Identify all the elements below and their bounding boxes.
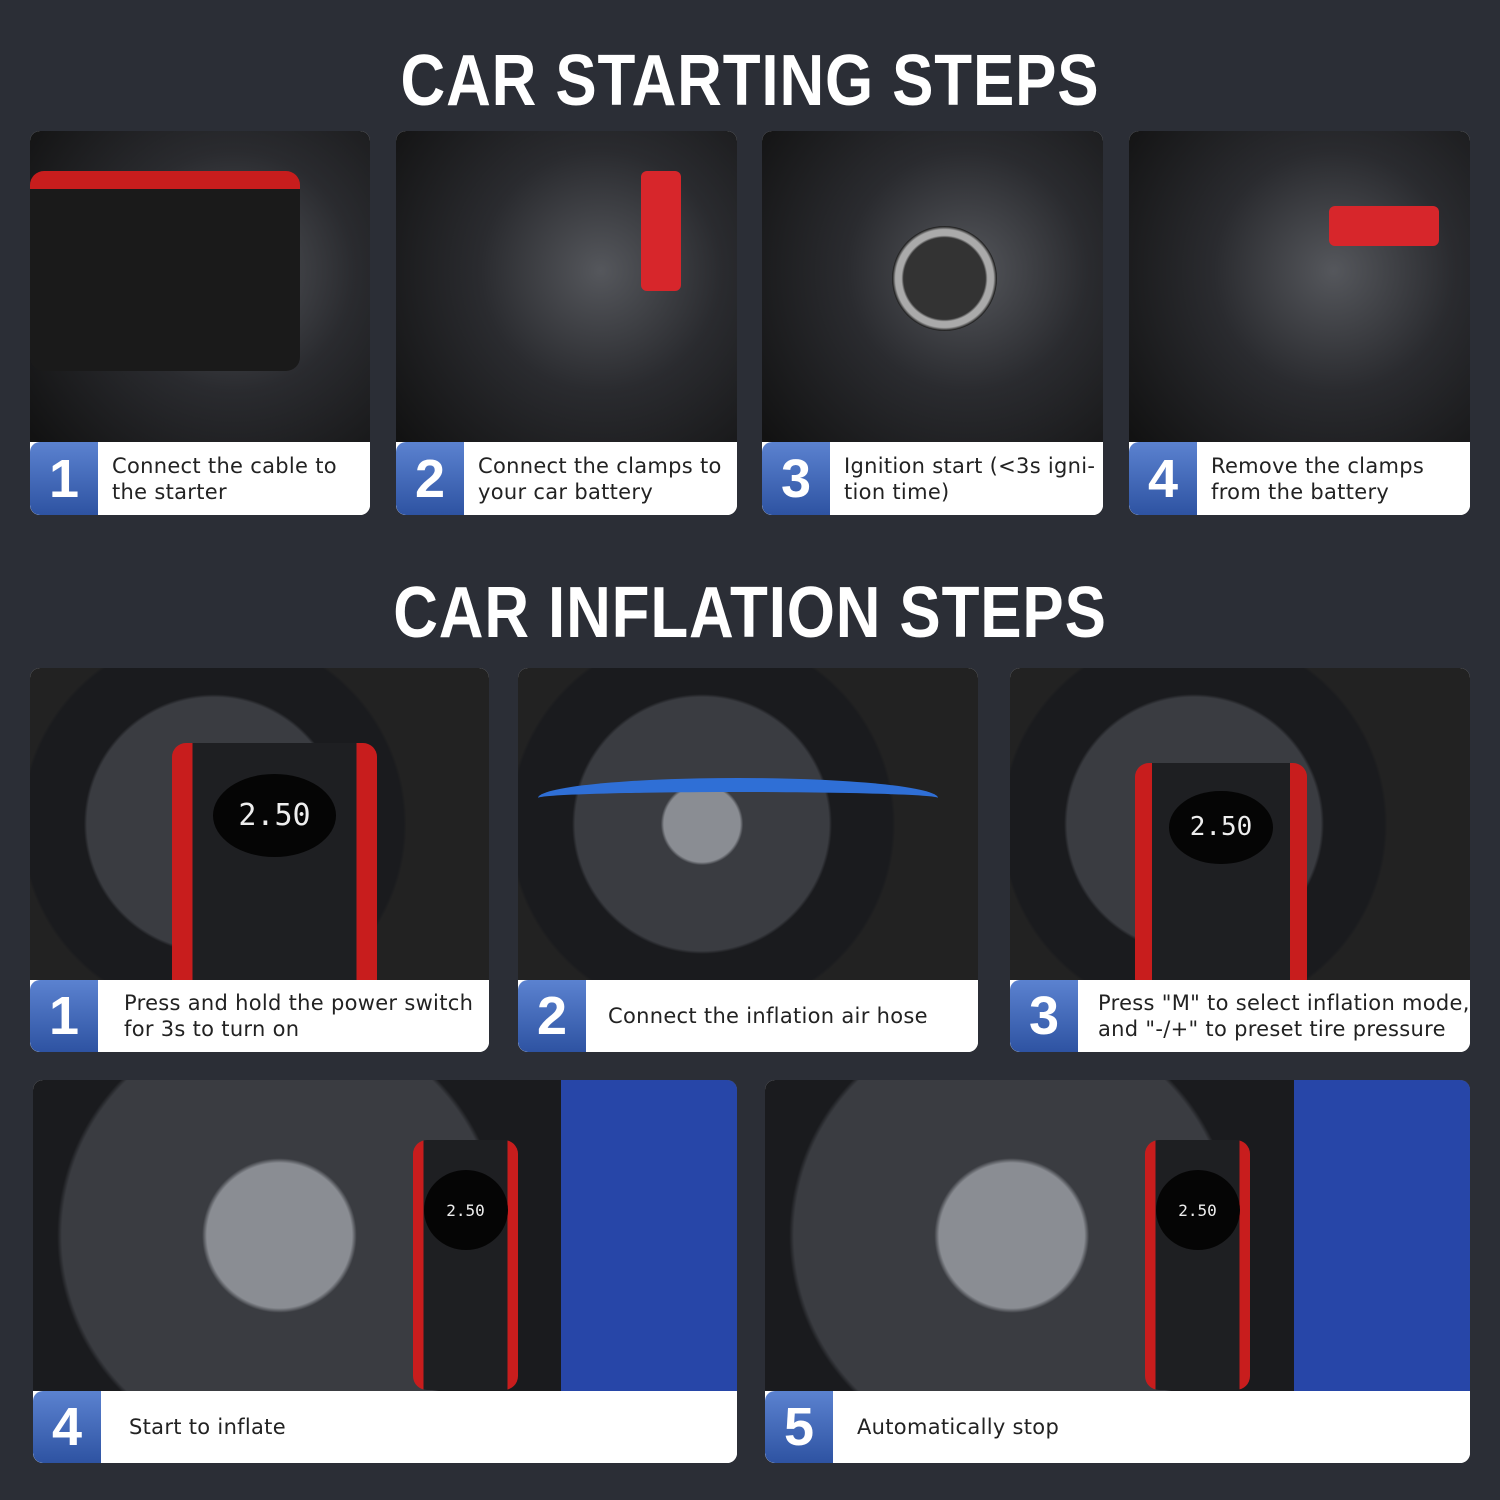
step-text: Automatically stop [857,1415,1060,1439]
step-number-badge: 3 [1010,980,1078,1052]
inflator-image: 2.50 [1145,1140,1250,1390]
starting-step-4: 4 Remove the clamps from the battery [1129,131,1470,515]
starting-step-1: 1 Connect the cable to the starter [30,131,370,515]
inflation-step-5: 2.50 5 Automatically stop [765,1080,1470,1463]
inflation-step-3: 2.50 3 Press "M" to select inflation mode… [1010,668,1470,1052]
red-clamp [641,171,681,291]
step-text: Remove the clamps from the battery [1211,453,1425,504]
step-text: Connect the inflation air hose [608,1004,928,1028]
starting-step-2: 2 Connect the clamps to your car battery [396,131,737,515]
section-title-inflation: CAR INFLATION STEPS [393,573,1107,653]
step-number-badge: 1 [30,442,98,515]
step-photo: 2.50 [1010,668,1470,993]
hose [538,778,938,818]
inflator-image: 2.50 [172,743,377,1003]
step-number-badge: 1 [30,980,98,1052]
inflation-step-2: 2 Connect the inflation air hose [518,668,978,1052]
inflator-image: 2.50 [1135,763,1307,993]
air-hose-image [518,668,978,980]
remove-clamps-image [1129,131,1470,442]
start-button [892,226,997,331]
ignition-button-image [762,131,1103,442]
step-number-badge: 3 [762,442,830,515]
step-photo: 2.50 [30,668,489,1003]
inflation-step-4: 2.50 4 Start to inflate [33,1080,737,1463]
red-clamp [1329,206,1439,246]
battery-clamps-image [396,131,737,442]
step-text: Start to inflate [129,1415,286,1439]
step-text: Press "M" to select inflation mode, and … [1098,991,1470,1041]
step-photo: 2.50 [765,1080,1470,1391]
step-number-badge: 4 [33,1391,101,1463]
step-photo: 2.50 [33,1080,737,1391]
step-text: Connect the clamps to your car battery [478,453,722,504]
jump-starter-image [30,171,300,371]
step-photo [30,131,370,442]
step-text: Connect the cable to the starter [112,453,337,504]
step-number-badge: 4 [1129,442,1197,515]
starting-step-3: 3 Ignition start (<3s igni-tion time) [762,131,1103,515]
step-text: Ignition start (<3s igni-tion time) [844,453,1096,504]
step-number-badge: 5 [765,1391,833,1463]
inflator-image: 2.50 [413,1140,518,1390]
section-title-starting: CAR STARTING STEPS [400,41,1100,121]
step-number-badge: 2 [518,980,586,1052]
inflation-step-1: 2.50 1 Press and hold the power switch fo… [30,668,489,1052]
step-number-badge: 2 [396,442,464,515]
step-text: Press and hold the power switch for 3s t… [124,991,474,1041]
